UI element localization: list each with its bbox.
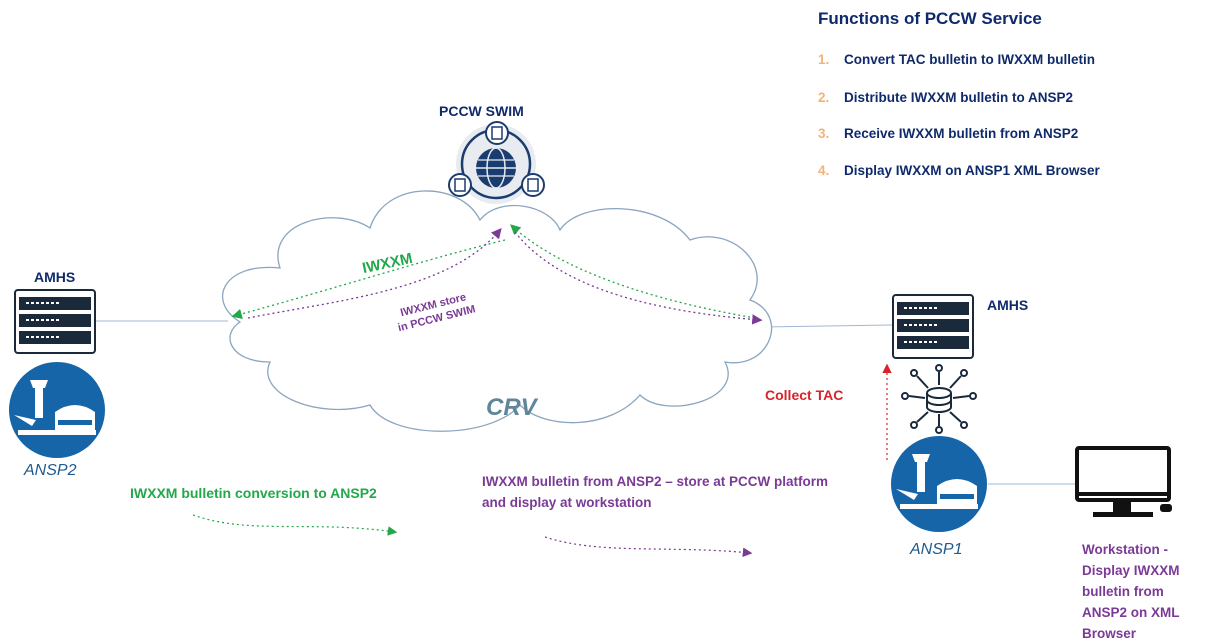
function-item: 1. Convert TAC bulletin to IWXXM bulletin [818, 52, 1095, 67]
collect-tac-label: Collect TAC [765, 387, 844, 403]
database-network-icon [901, 364, 977, 434]
swim-label: PCCW SWIM [439, 103, 524, 119]
function-text: Display IWXXM on ANSP1 XML Browser [844, 163, 1100, 178]
function-item: 3. Receive IWXXM bulletin from ANSP2 [818, 126, 1078, 141]
amhs-server-right-icon [892, 294, 974, 359]
right-green-flow [510, 224, 756, 319]
swim-icon [448, 121, 545, 204]
crv-label: CRV [486, 394, 537, 421]
function-number: 3. [818, 126, 830, 141]
legend-purple-arrow [544, 536, 753, 558]
right-purple-flow [514, 231, 763, 325]
crv-cloud [221, 190, 773, 432]
legend-green-arrow [192, 514, 398, 536]
ansp2-airport-icon [9, 362, 105, 458]
ansp1-airport-icon [891, 436, 987, 532]
amhs-left-label: AMHS [34, 269, 76, 285]
iwxxm-green-flow [231, 239, 506, 319]
function-text: Distribute IWXXM bulletin to ANSP2 [844, 90, 1074, 105]
cloud-ansp1-link [761, 324, 894, 328]
workstation-computer-icon [1075, 446, 1172, 517]
legend-purple-label: IWXXM bulletin from ANSP2 – store at PCC… [482, 474, 829, 510]
amhs-server-left-icon [14, 289, 96, 354]
functions-title: Functions of PCCW Service [818, 9, 1042, 28]
legend-green-label: IWXXM bulletin conversion to ANSP2 [130, 485, 377, 501]
function-item: 4. Display IWXXM on ANSP1 XML Browser [818, 163, 1100, 178]
amhs-right-label: AMHS [987, 297, 1029, 313]
ansp1-label: ANSP1 [910, 541, 963, 558]
function-number: 4. [818, 163, 830, 178]
function-item: 2. Distribute IWXXM bulletin to ANSP2 [818, 90, 1073, 105]
function-number: 1. [818, 52, 830, 67]
ansp2-label: ANSP2 [24, 462, 77, 479]
workstation-label: Workstation - Display IWXXM bulletin fro… [1082, 542, 1180, 641]
function-text: Receive IWXXM bulletin from ANSP2 [844, 126, 1079, 141]
function-text: Convert TAC bulletin to IWXXM bulletin [844, 52, 1095, 67]
function-number: 2. [818, 90, 830, 105]
iwxxm-purple-flow [247, 228, 502, 319]
